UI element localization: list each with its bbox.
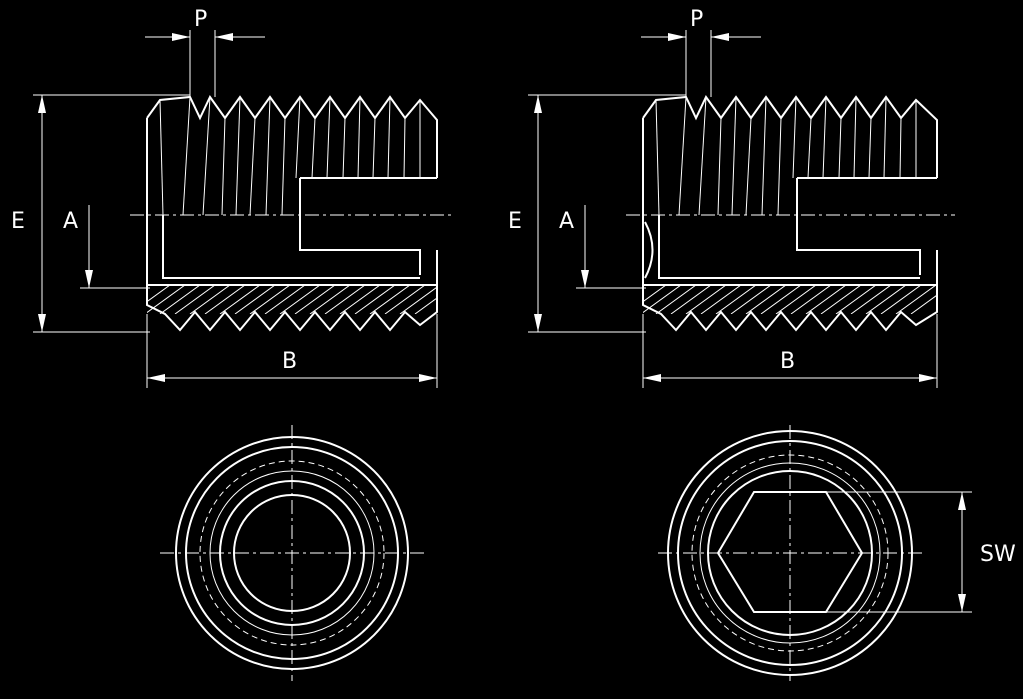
label-sw: SW (980, 542, 1016, 567)
dimension-sw: SW (826, 491, 1016, 613)
label-a-right: A (559, 209, 574, 234)
label-b-right: B (780, 349, 795, 374)
label-e-left: E (11, 209, 25, 234)
side-view-right (626, 95, 955, 332)
end-view-left (160, 425, 424, 681)
dimensions-left: P E A B (11, 7, 438, 388)
dimensions-right: P E A B (508, 7, 938, 388)
side-view-left (130, 95, 455, 332)
label-p-left: P (194, 7, 207, 32)
label-e-right: E (508, 209, 522, 234)
label-p-right: P (690, 7, 703, 32)
end-view-right (658, 425, 922, 681)
label-b-left: B (282, 349, 297, 374)
label-a-left: A (63, 209, 78, 234)
